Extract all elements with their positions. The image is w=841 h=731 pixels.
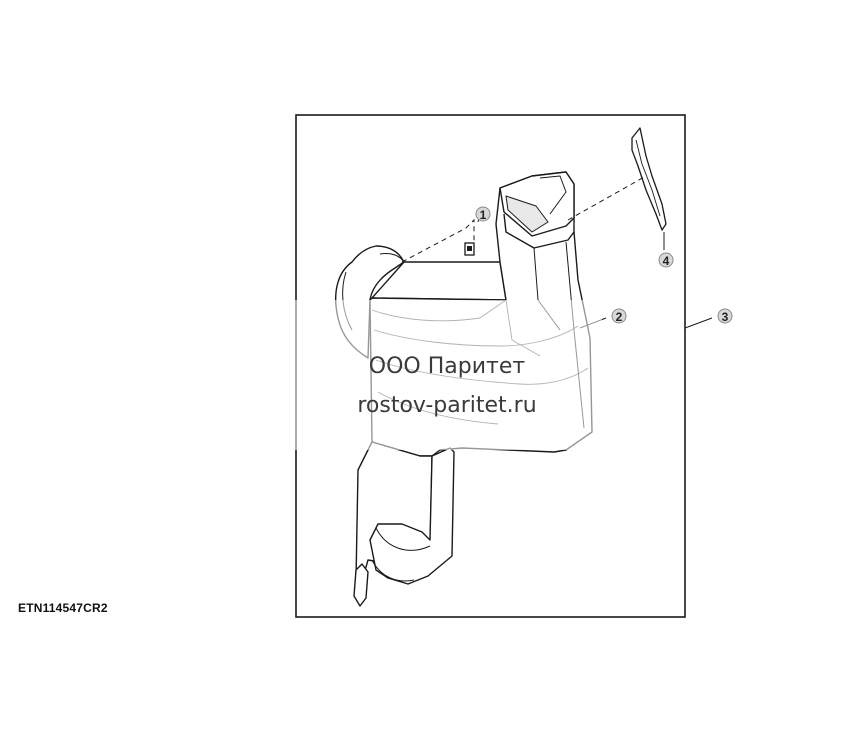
watermark-company: ООО Паритет (368, 354, 526, 379)
callout-1-label: 1 (480, 208, 487, 222)
clip-part (464, 242, 475, 256)
watermark: ООО Паритет rostov-paritet.ru (292, 300, 602, 450)
callout-3: 3 (717, 308, 733, 324)
reference-code: ETN114547CR2 (18, 601, 108, 615)
callout-4: 4 (658, 252, 674, 268)
callout-2-label: 2 (616, 310, 623, 324)
callout-2: 2 (611, 308, 627, 324)
watermark-url: rostov-paritet.ru (357, 393, 537, 418)
callout-4-label: 4 (663, 254, 670, 268)
callout-3-label: 3 (722, 310, 729, 324)
trim-strip-part (631, 127, 667, 231)
assembly-lines (401, 175, 647, 263)
callout-1: 1 (475, 206, 491, 222)
